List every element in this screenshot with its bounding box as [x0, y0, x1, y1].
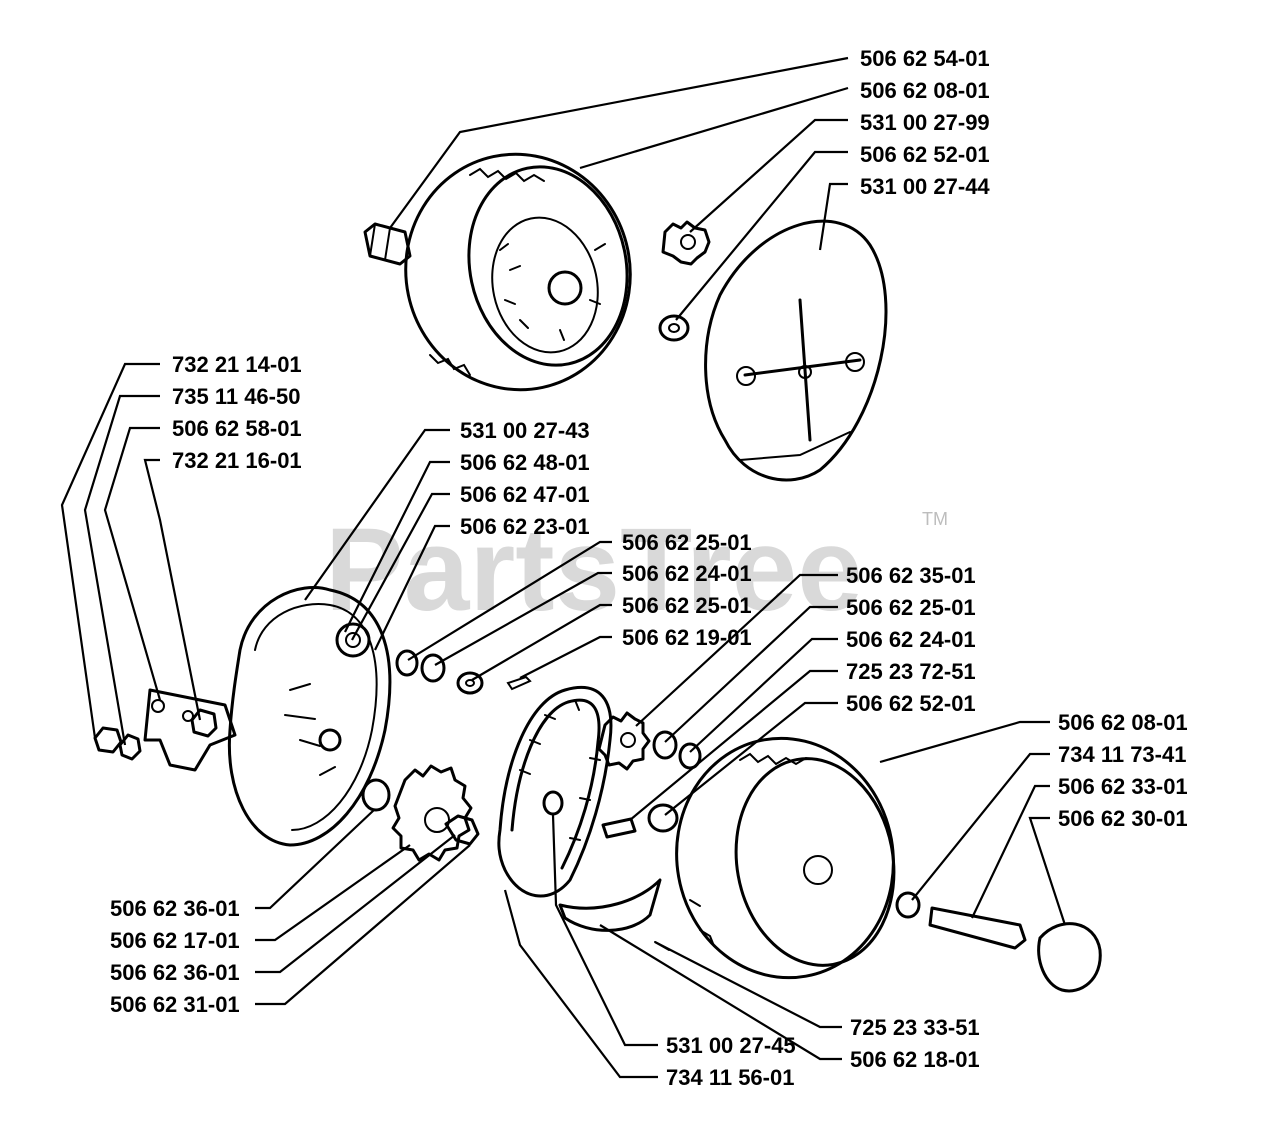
gear-housing-drawing: [227, 586, 392, 847]
washer-upper-drawing: [658, 314, 690, 342]
chain-drawing: [497, 685, 613, 898]
part-label: 531 00 27-44: [860, 174, 990, 199]
part-label: 506 62 58-01: [172, 416, 302, 441]
lever-drawing: [93, 688, 237, 772]
large-sprocket-drawing: [361, 764, 480, 862]
part-label: 506 62 25-01: [622, 593, 752, 618]
watermark-text: PartsTree: [325, 504, 863, 636]
part-label: 506 62 47-01: [460, 482, 590, 507]
part-label: 734 11 56-01: [666, 1065, 794, 1090]
part-label: 506 62 17-01: [110, 928, 240, 953]
part-label: 506 62 18-01: [850, 1047, 980, 1072]
part-label: 506 62 48-01: [460, 450, 590, 475]
part-label: 506 62 08-01: [860, 78, 990, 103]
watermark-trademark: TM: [922, 509, 948, 529]
axle-hardware-drawing: [895, 891, 1102, 993]
part-label: 531 00 27-43: [460, 418, 590, 443]
chain-washer-drawing: [542, 790, 564, 816]
lower-wheel-drawing: [654, 736, 896, 980]
center-washers-drawing: [395, 649, 532, 695]
part-labels: 506 62 54-01 506 62 08-01 531 00 27-99 5…: [110, 46, 1188, 1090]
part-label: 725 23 33-51: [850, 1015, 980, 1040]
part-label: 506 62 25-01: [622, 530, 752, 555]
small-sprocket-drawing: [661, 220, 711, 266]
part-label: 734 11 73-41: [1058, 742, 1186, 767]
part-label: 506 62 52-01: [846, 691, 976, 716]
part-label: 506 62 35-01: [846, 563, 976, 588]
part-label: 506 62 54-01: [860, 46, 990, 71]
leader-lines: [60, 56, 1067, 1079]
idler-sprocket-drawing: [597, 711, 651, 771]
part-label: 506 62 36-01: [110, 960, 240, 985]
hub-bushing-drawing: [363, 222, 412, 266]
part-label: 732 21 14-01: [172, 352, 302, 377]
part-label: 531 00 27-45: [666, 1033, 796, 1058]
part-label: 732 21 16-01: [172, 448, 302, 473]
part-drawings: [93, 152, 1102, 993]
idler-washers-drawing: [601, 730, 702, 839]
chain-guard-drawing: [558, 878, 662, 932]
part-label: 506 62 23-01: [460, 514, 590, 539]
part-label: 506 62 24-01: [846, 627, 976, 652]
part-label: 725 23 72-51: [846, 659, 976, 684]
upper-wheel-drawing: [404, 152, 632, 392]
part-label: 506 62 36-01: [110, 896, 240, 921]
part-label: 506 62 19-01: [622, 625, 752, 650]
part-label: 506 62 52-01: [860, 142, 990, 167]
part-label: 506 62 30-01: [1058, 806, 1188, 831]
part-label: 506 62 08-01: [1058, 710, 1188, 735]
part-label: 506 62 33-01: [1058, 774, 1188, 799]
hub-cover-drawing: [704, 219, 888, 482]
part-label: 506 62 24-01: [622, 561, 752, 586]
part-label: 506 62 25-01: [846, 595, 976, 620]
part-label: 531 00 27-99: [860, 110, 990, 135]
part-label: 735 11 46-50: [172, 384, 300, 409]
part-label: 506 62 31-01: [110, 992, 240, 1017]
